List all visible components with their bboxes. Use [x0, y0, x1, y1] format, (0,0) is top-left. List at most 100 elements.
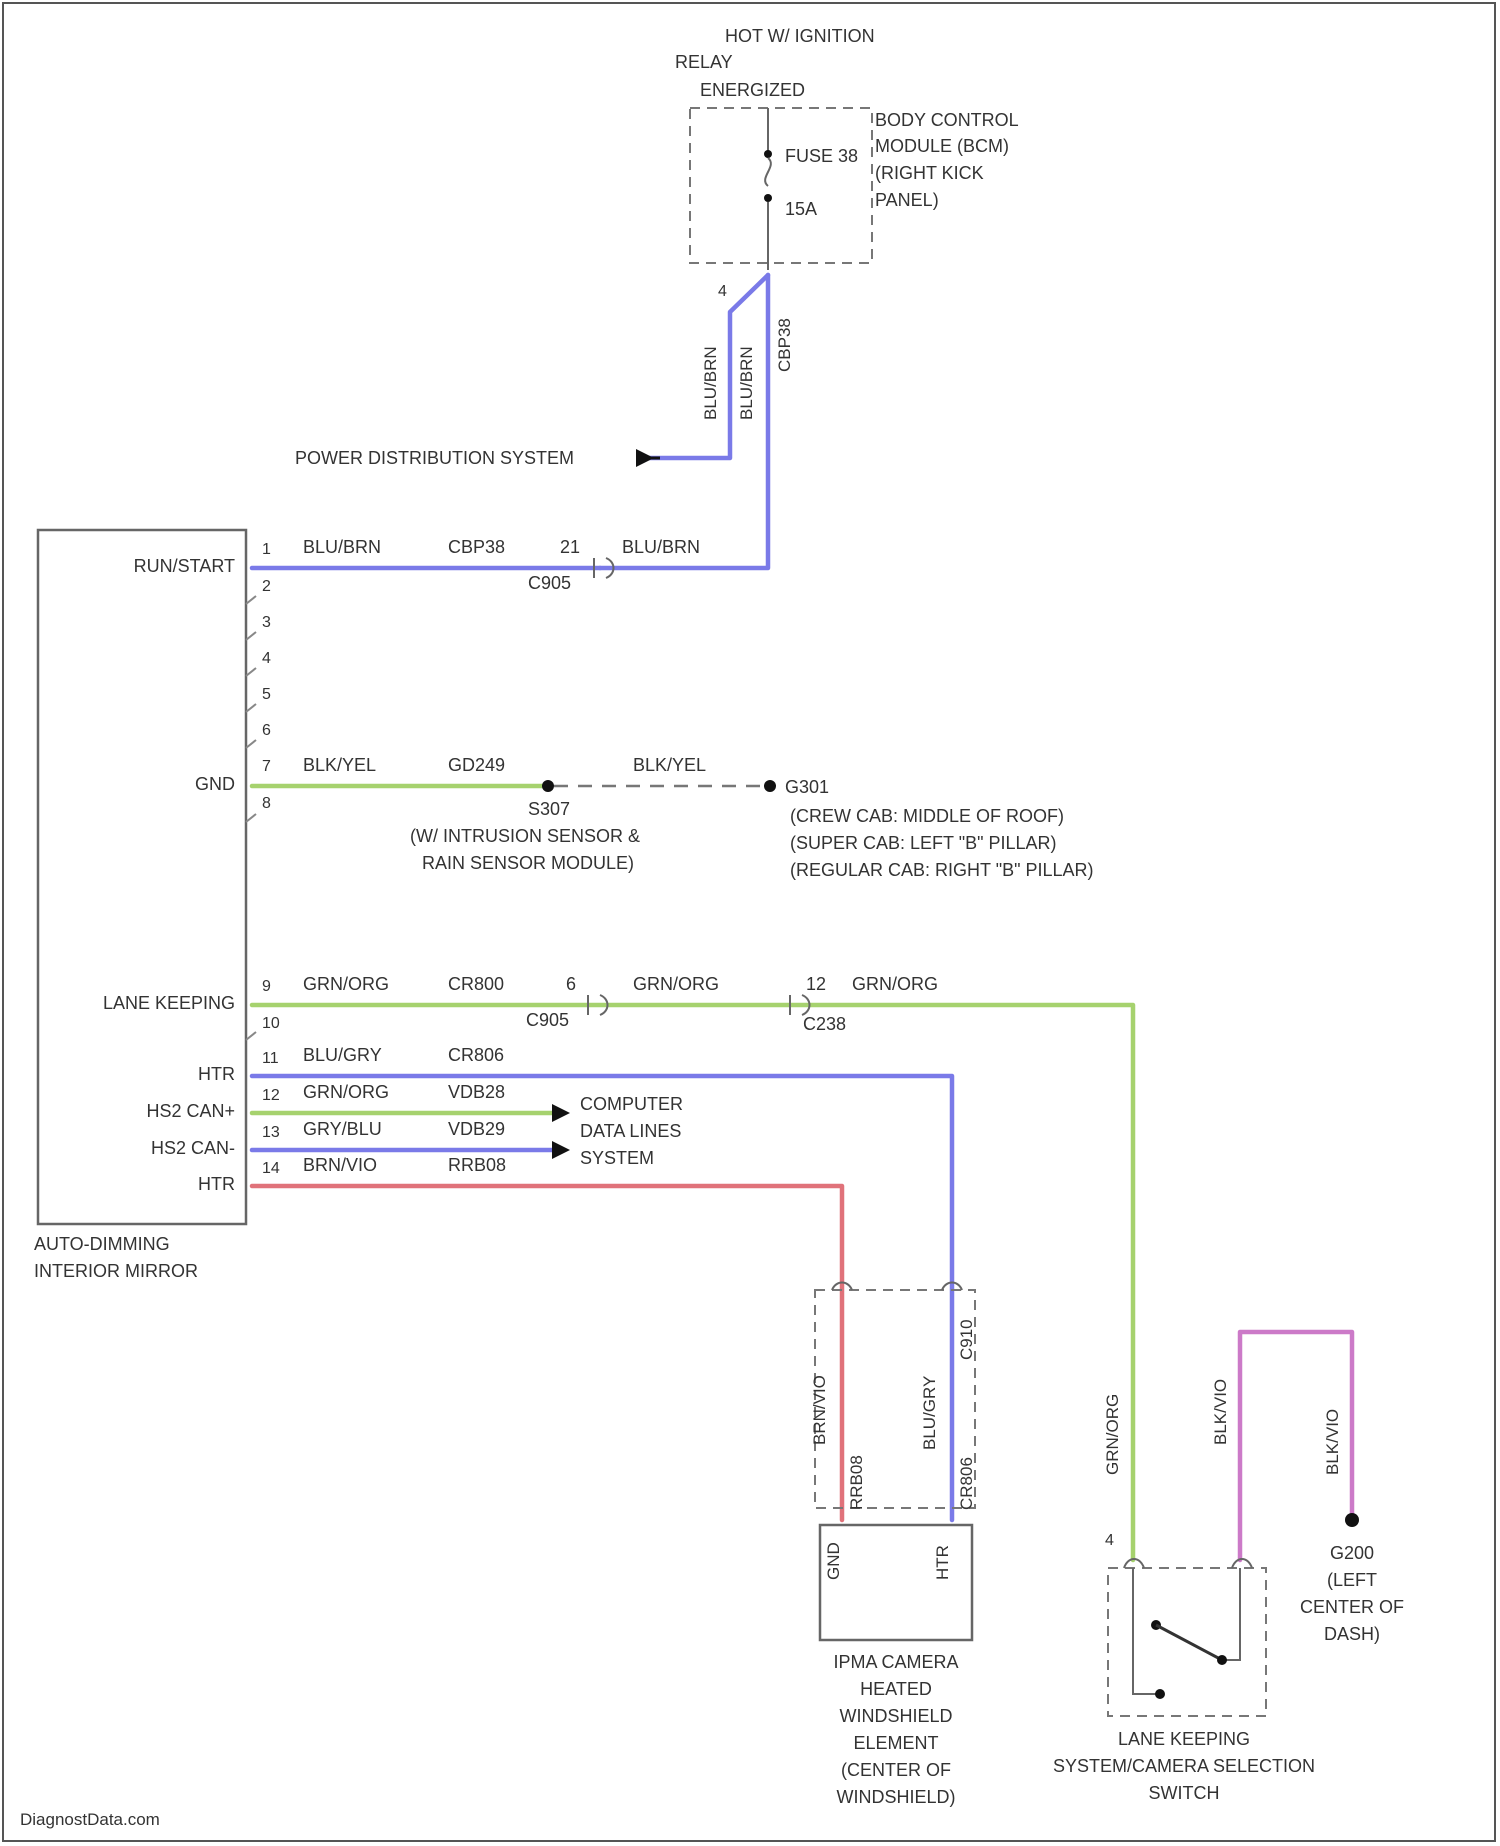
wire-htr2-circuit: RRB08 — [448, 1155, 506, 1175]
svg-text:13: 13 — [262, 1124, 280, 1141]
wire-htr1-color: BLU/GRY — [303, 1045, 382, 1065]
wire-runstart-color: BLU/BRN — [303, 537, 381, 557]
mirror-label-htr1: HTR — [198, 1064, 235, 1084]
svg-text:7: 7 — [262, 758, 271, 775]
wire-lane-pin3: 12 — [806, 974, 826, 994]
svg-text:SYSTEM: SYSTEM — [580, 1148, 654, 1168]
svg-text:(RIGHT KICK: (RIGHT KICK — [875, 163, 984, 183]
wire-lane-color3: GRN/ORG — [852, 974, 938, 994]
svg-text:SYSTEM/CAMERA SELECTION: SYSTEM/CAMERA SELECTION — [1053, 1756, 1315, 1776]
wire-gnd-circuit: GD249 — [448, 755, 505, 775]
heater-pin-gnd: GND — [824, 1542, 843, 1580]
svg-text:8: 8 — [262, 795, 271, 812]
switch-wire-green-color: GRN/ORG — [1103, 1394, 1122, 1475]
svg-text:10: 10 — [262, 1015, 280, 1032]
fuse-top-node — [764, 150, 772, 158]
fuse-symbol — [765, 158, 771, 186]
switch-internal-right — [1222, 1568, 1240, 1660]
switch-blade — [1156, 1625, 1222, 1660]
mirror-label-run-start: RUN/START — [134, 556, 235, 576]
svg-text:3: 3 — [262, 614, 271, 631]
wire-lane-connector: C905 — [526, 1010, 569, 1030]
fuse-label: FUSE 38 — [785, 146, 858, 166]
svg-text:2: 2 — [262, 578, 271, 595]
mirror-label-lane-keeping: LANE KEEPING — [103, 993, 235, 1013]
svg-text:SWITCH: SWITCH — [1149, 1783, 1220, 1803]
g301-location-note: (CREW CAB: MIDDLE OF ROOF) (SUPER CAB: L… — [790, 806, 1094, 880]
wire-color-left: BLU/BRN — [701, 346, 720, 420]
svg-text:WINDSHIELD): WINDSHIELD) — [836, 1787, 955, 1807]
mirror-label-htr2: HTR — [198, 1174, 235, 1194]
relay-label: RELAY — [675, 52, 733, 72]
top-source-label: HOT W/ IGNITION RELAY ENERGIZED — [675, 26, 875, 100]
mirror-pin-stubs — [246, 596, 256, 1040]
mirror-label-gnd: GND — [195, 774, 235, 794]
mirror-label-can-minus: HS2 CAN- — [151, 1138, 235, 1158]
splice-label: S307 — [528, 799, 570, 819]
wire-can-minus-circuit: VDB29 — [448, 1119, 505, 1139]
switch-contact-2 — [1217, 1655, 1227, 1665]
svg-text:(W/ INTRUSION SENSOR &: (W/ INTRUSION SENSOR & — [410, 826, 640, 846]
splice-note: (W/ INTRUSION SENSOR & RAIN SENSOR MODUL… — [410, 826, 640, 873]
wire-htr1 — [252, 1076, 952, 1520]
svg-text:IPMA CAMERA: IPMA CAMERA — [833, 1652, 958, 1672]
switch-name: LANE KEEPING SYSTEM/CAMERA SELECTION SWI… — [1053, 1729, 1315, 1803]
svg-text:RAIN SENSOR MODULE): RAIN SENSOR MODULE) — [422, 853, 634, 873]
svg-text:(CENTER OF: (CENTER OF — [841, 1760, 951, 1780]
mirror-name: AUTO-DIMMING INTERIOR MIRROR — [34, 1234, 198, 1281]
wire-gnd-color: BLK/YEL — [303, 755, 376, 775]
svg-text:PANEL): PANEL) — [875, 190, 939, 210]
mirror-label-can-plus: HS2 CAN+ — [146, 1101, 235, 1121]
fuse-amps-label: 15A — [785, 199, 817, 219]
wire-can-minus-color: GRY/BLU — [303, 1119, 382, 1139]
wire-circuit-bcm: CBP38 — [775, 318, 794, 372]
energized-label: ENERGIZED — [700, 80, 805, 100]
heater-name: IPMA CAMERA HEATED WINDSHIELD ELEMENT (C… — [833, 1652, 958, 1807]
computer-data-lines-label: COMPUTER DATA LINES SYSTEM — [580, 1094, 683, 1168]
g200-label: G200 (LEFT CENTER OF DASH) — [1300, 1543, 1404, 1644]
heater-wire-right-circuit: CR806 — [957, 1457, 976, 1510]
wire-runstart-circuit: CBP38 — [448, 537, 505, 557]
power-dist-label: POWER DISTRIBUTION SYSTEM — [295, 448, 574, 468]
svg-text:HEATED: HEATED — [860, 1679, 932, 1699]
svg-text:COMPUTER: COMPUTER — [580, 1094, 683, 1114]
wire-bcm-to-mirror — [600, 275, 768, 568]
svg-text:DATA LINES: DATA LINES — [580, 1121, 681, 1141]
switch-pin-label: 4 — [1105, 1532, 1114, 1549]
svg-text:LANE KEEPING: LANE KEEPING — [1118, 1729, 1250, 1749]
bcm-dashed-box — [690, 108, 872, 263]
can-plus-arrow — [552, 1104, 570, 1122]
svg-text:1: 1 — [262, 541, 271, 558]
svg-text:(CREW CAB: MIDDLE OF ROOF): (CREW CAB: MIDDLE OF ROOF) — [790, 806, 1064, 826]
wire-htr2-color: BRN/VIO — [303, 1155, 377, 1175]
splice-s307 — [542, 780, 554, 792]
svg-text:6: 6 — [262, 722, 271, 739]
switch-internal-left — [1133, 1568, 1156, 1694]
svg-text:9: 9 — [262, 978, 271, 995]
wire-htr2 — [252, 1186, 842, 1520]
hot-ignition-label: HOT W/ IGNITION — [725, 26, 875, 46]
can-minus-arrow — [552, 1141, 570, 1159]
svg-text:(SUPER CAB: LEFT "B" PILLAR): (SUPER CAB: LEFT "B" PILLAR) — [790, 833, 1057, 853]
wire-lane-circuit: CR800 — [448, 974, 504, 994]
switch-wire-blk2: BLK/VIO — [1323, 1409, 1342, 1475]
svg-text:(LEFT: (LEFT — [1327, 1570, 1377, 1590]
wire-can-plus-circuit: VDB28 — [448, 1082, 505, 1102]
svg-text:4: 4 — [262, 650, 271, 667]
svg-text:G200: G200 — [1330, 1543, 1374, 1563]
switch-wire-blk1: BLK/VIO — [1211, 1379, 1230, 1445]
wire-lane-color: GRN/ORG — [303, 974, 389, 994]
heater-wire-left-circuit: RRB08 — [847, 1455, 866, 1510]
wire-gnd-color2: BLK/YEL — [633, 755, 706, 775]
ground-g301 — [764, 780, 776, 792]
wire-htr1-circuit: CR806 — [448, 1045, 504, 1065]
wire-runstart-pin: 21 — [560, 537, 580, 557]
switch-contact-3 — [1155, 1689, 1165, 1699]
wire-lane-color2: GRN/ORG — [633, 974, 719, 994]
heater-wire-right-color: BLU/GRY — [920, 1376, 939, 1450]
wire-runstart-connector: C905 — [528, 573, 571, 593]
watermark: DiagnostData.com — [20, 1810, 160, 1829]
svg-text:5: 5 — [262, 686, 271, 703]
fuse-bottom-node — [764, 194, 772, 202]
svg-text:INTERIOR MIRROR: INTERIOR MIRROR — [34, 1261, 198, 1281]
